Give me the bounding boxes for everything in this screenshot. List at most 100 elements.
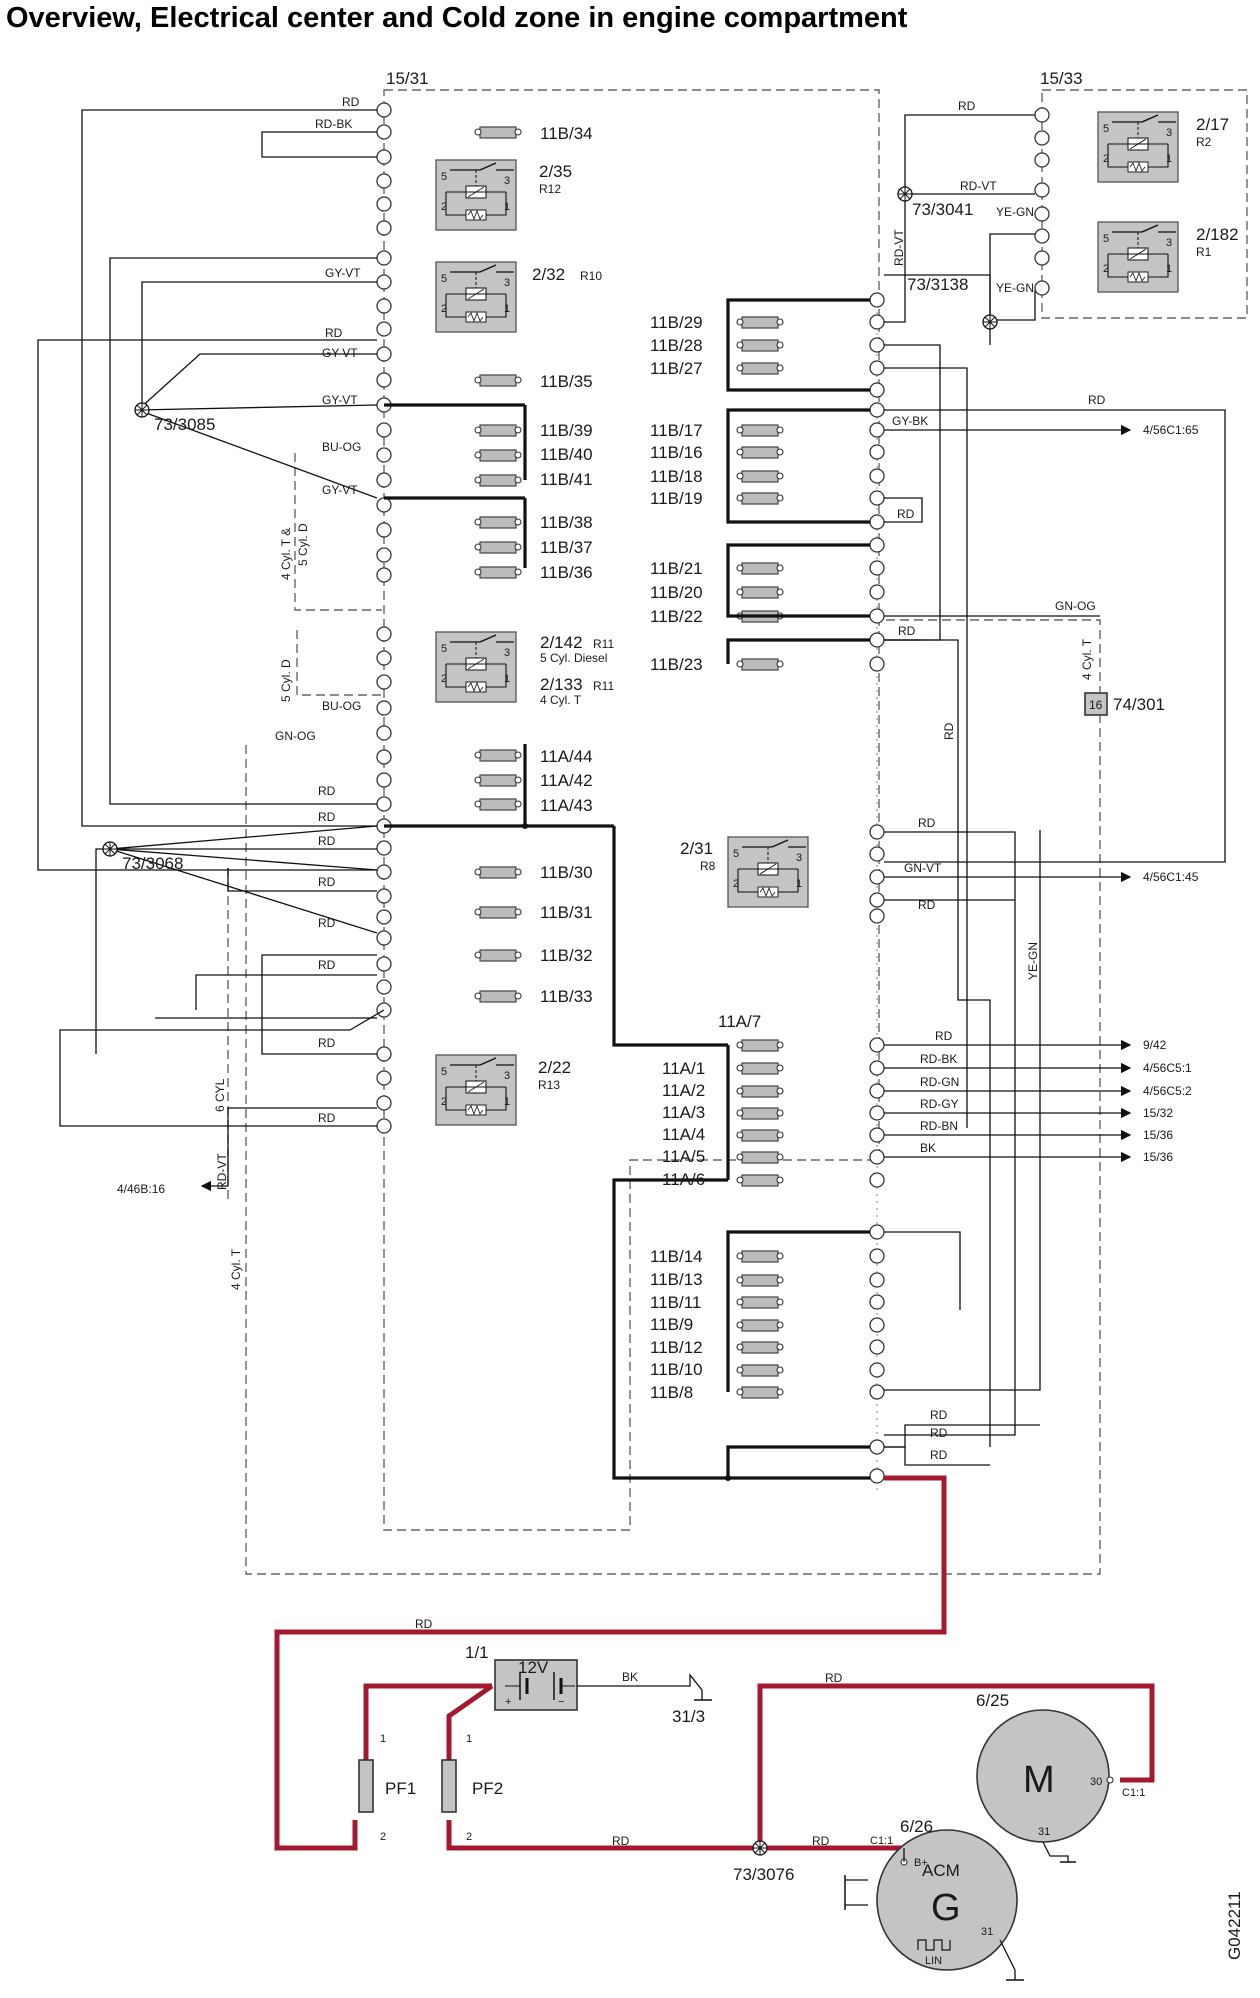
svg-text:4 Cyl. T: 4 Cyl. T <box>1080 638 1094 680</box>
svg-text:11A/4: 11A/4 <box>662 1125 705 1144</box>
svg-text:RD-GY: RD-GY <box>920 1097 959 1111</box>
figure-id: G042211 <box>1225 1891 1244 1960</box>
svg-text:11B/39: 11B/39 <box>540 421 593 440</box>
svg-text:11B/16: 11B/16 <box>650 443 703 462</box>
svg-text:RD: RD <box>958 99 976 113</box>
svg-text:4 Cyl. T: 4 Cyl. T <box>540 693 582 707</box>
svg-text:11A/5: 11A/5 <box>662 1147 705 1166</box>
svg-text:31/3: 31/3 <box>672 1707 705 1726</box>
svg-text:GN-VT: GN-VT <box>904 861 942 875</box>
svg-text:C1:1: C1:1 <box>870 1835 893 1847</box>
splice-label-73-3076: 73/3076 <box>733 1865 794 1884</box>
fuse-box-outline-15-31 <box>383 89 880 1531</box>
svg-text:11B/40: 11B/40 <box>540 445 593 464</box>
svg-text:RD-BK: RD-BK <box>315 117 352 131</box>
svg-text:GY-VT: GY-VT <box>322 346 358 360</box>
svg-text:11B/27: 11B/27 <box>650 359 703 378</box>
svg-text:11B/37: 11B/37 <box>540 538 593 557</box>
svg-text:2: 2 <box>466 1831 472 1843</box>
svg-text:RD: RD <box>318 810 336 824</box>
prefuse-pf2: PF2 1 2 <box>441 1733 503 1843</box>
svg-text:1/1: 1/1 <box>465 1643 489 1662</box>
svg-text:11A/43: 11A/43 <box>540 796 593 815</box>
svg-text:11B/18: 11B/18 <box>650 467 703 486</box>
relay-label-2-22: 2/22 <box>538 1058 571 1077</box>
right-bus-bars <box>612 298 870 1481</box>
svg-text:11B/12: 11B/12 <box>650 1338 703 1357</box>
relay-2-182 <box>1097 221 1179 293</box>
relay-label-2-17: 2/17 <box>1196 115 1229 134</box>
svg-text:RD-VT: RD-VT <box>215 1153 229 1190</box>
svg-text:RD: RD <box>415 1617 433 1631</box>
svg-text:4/56C5:1: 4/56C5:1 <box>1143 1061 1192 1075</box>
relay-2-31 <box>727 836 809 908</box>
svg-text:16: 16 <box>1089 698 1103 712</box>
left-wire-labels: RD RD-BK GY-VT RD GY-VT GY-VT BU-OG GY-V… <box>275 95 361 1125</box>
svg-text:LIN: LIN <box>925 1955 942 1967</box>
svg-text:R11: R11 <box>593 637 614 651</box>
svg-text:RD-BK: RD-BK <box>920 1052 957 1066</box>
connector-label-15-31: 15/31 <box>386 69 429 88</box>
svg-text:PF2: PF2 <box>472 1779 503 1798</box>
svg-text:5 Cyl. D: 5 Cyl. D <box>296 523 310 566</box>
fuse-labels-right: 11B/29 11B/28 11B/27 11B/17 11B/16 11B/1… <box>650 313 761 1402</box>
svg-text:RD: RD <box>318 958 336 972</box>
battery-1-1: 12V + − 1/1 <box>465 1643 578 1711</box>
prefuse-pf1: PF1 1 2 <box>358 1733 416 1843</box>
relay-2-17 <box>1097 111 1179 183</box>
svg-text:M: M <box>1023 1759 1055 1801</box>
svg-text:30: 30 <box>1090 1776 1102 1788</box>
svg-text:RD: RD <box>825 1671 843 1685</box>
svg-text:BK: BK <box>622 1670 638 1684</box>
svg-text:11B/33: 11B/33 <box>540 987 593 1006</box>
svg-text:RD: RD <box>918 816 936 830</box>
svg-text:74/301: 74/301 <box>1113 695 1165 714</box>
svg-text:4/56C1:65: 4/56C1:65 <box>1143 423 1199 437</box>
svg-text:1: 1 <box>380 1733 386 1745</box>
svg-text:GY-BK: GY-BK <box>892 414 928 428</box>
wiring-right <box>884 114 1226 1466</box>
svg-text:RD: RD <box>918 898 936 912</box>
relay-2-22 <box>435 1054 517 1126</box>
cold-zone-outline <box>245 619 1101 1575</box>
svg-text:RD-BN: RD-BN <box>920 1119 958 1133</box>
svg-text:5 Cyl. Diesel: 5 Cyl. Diesel <box>540 651 607 665</box>
svg-text:YE-GN: YE-GN <box>1026 942 1040 980</box>
svg-text:1: 1 <box>466 1733 472 1745</box>
svg-text:4 Cyl. T: 4 Cyl. T <box>229 1248 243 1290</box>
relay-2-32 <box>435 261 517 333</box>
svg-text:C1:1: C1:1 <box>1122 1787 1145 1799</box>
connector-label-15-33: 15/33 <box>1040 69 1083 88</box>
svg-text:RD: RD <box>935 1029 953 1043</box>
svg-text:31: 31 <box>981 1926 993 1938</box>
svg-text:−: − <box>558 1696 564 1708</box>
svg-text:11B/32: 11B/32 <box>540 946 593 965</box>
svg-text:11B/23: 11B/23 <box>650 655 703 674</box>
svg-text:11B/11: 11B/11 <box>650 1293 701 1312</box>
svg-text:11B/31: 11B/31 <box>540 903 593 922</box>
svg-text:6/26: 6/26 <box>900 1817 933 1836</box>
svg-text:11B/21: 11B/21 <box>650 559 703 578</box>
relay-label-2-31: 2/31 <box>680 839 713 858</box>
svg-text:11B/36: 11B/36 <box>540 563 593 582</box>
svg-text:+: + <box>505 1696 511 1708</box>
svg-text:31: 31 <box>1038 1826 1050 1838</box>
splice-label-73-3085: 73/3085 <box>154 415 215 434</box>
svg-text:G: G <box>931 1887 961 1929</box>
svg-text:11B/38: 11B/38 <box>540 513 593 532</box>
svg-text:RD: RD <box>318 834 336 848</box>
relay-label-2-133: 2/133 <box>540 675 583 694</box>
svg-text:6/25: 6/25 <box>976 1691 1009 1710</box>
svg-text:11B/17: 11B/17 <box>650 421 703 440</box>
svg-text:11A/2: 11A/2 <box>662 1081 705 1100</box>
svg-text:GY-VT: GY-VT <box>325 266 361 280</box>
svg-text:11B/28: 11B/28 <box>650 336 703 355</box>
svg-text:11A/42: 11A/42 <box>540 771 593 790</box>
svg-text:6 CYL: 6 CYL <box>213 1078 227 1112</box>
svg-text:RD: RD <box>930 1448 948 1462</box>
svg-text:R13: R13 <box>538 1078 560 1092</box>
svg-text:PF1: PF1 <box>385 1779 416 1798</box>
fuse-labels-left: 11B/34 11B/35 11B/39 11B/40 11B/41 11B/3… <box>540 124 593 1006</box>
svg-text:11B/41: 11B/41 <box>540 470 593 489</box>
splice-label-73-3068: 73/3068 <box>122 854 183 873</box>
